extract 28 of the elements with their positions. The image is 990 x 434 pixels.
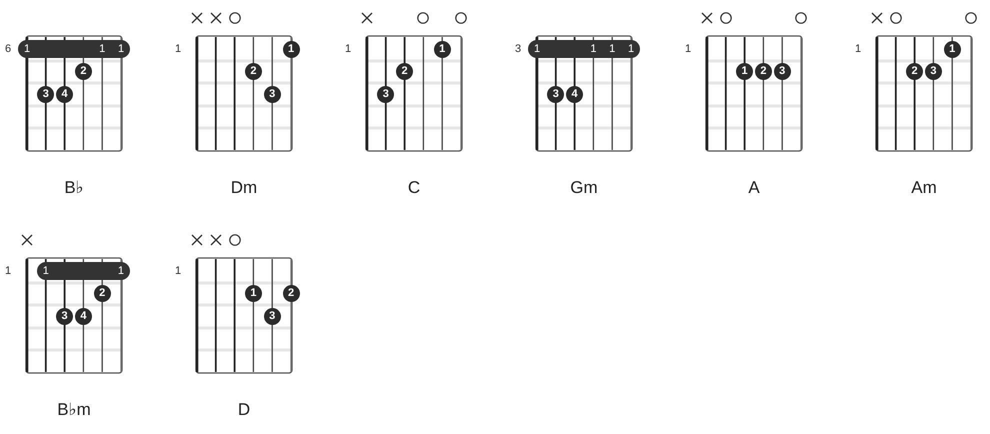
finger-number: 1	[22, 42, 32, 57]
fret-number: 1	[175, 42, 182, 56]
chord-name: Dm	[230, 178, 258, 198]
fret-number: 1	[175, 264, 182, 278]
finger-number: 1	[98, 42, 106, 57]
barre-bar	[528, 40, 640, 58]
finger-number: 1	[532, 42, 542, 57]
chord-name: D	[238, 400, 250, 420]
chord-name: Gm	[570, 178, 598, 198]
chord-name: B♭m	[57, 400, 91, 420]
finger-number: 1	[116, 42, 126, 57]
fret-number: 6	[5, 42, 12, 56]
finger-number: 1	[116, 264, 126, 279]
barre-bar	[18, 40, 130, 58]
fret-number: 1	[5, 264, 12, 278]
fret-number: 3	[515, 42, 522, 56]
fret-number: 1	[855, 42, 862, 56]
barre-bar	[36, 262, 130, 280]
chord-name: B♭	[64, 178, 84, 198]
chord-name: A	[748, 178, 760, 198]
finger-number: 1	[589, 42, 598, 57]
finger-number: 1	[42, 264, 50, 279]
finger-number: 1	[626, 42, 636, 57]
fret-number: 1	[345, 42, 352, 56]
fret-number: 1	[685, 42, 692, 56]
chord-name: C	[408, 178, 420, 198]
finger-number: 1	[608, 42, 616, 57]
chord-name: Am	[911, 178, 937, 198]
